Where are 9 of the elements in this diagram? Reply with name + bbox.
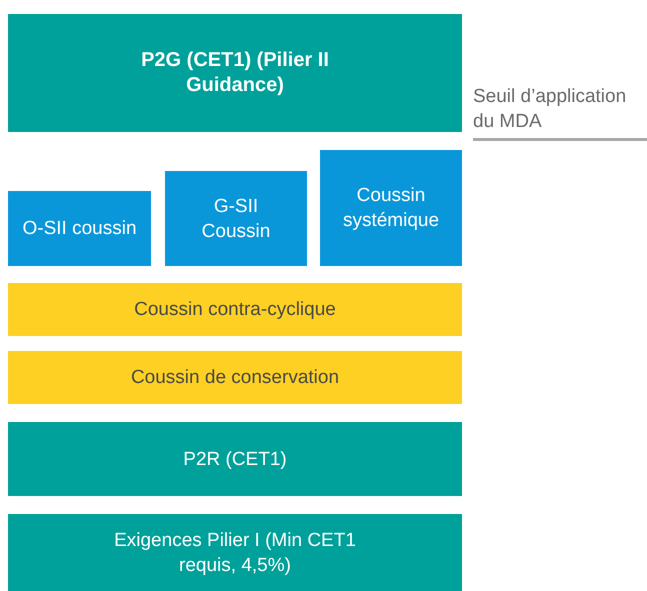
buffer-block: O-SII coussin — [8, 191, 151, 266]
threshold-label: Seuil d’application du MDA — [473, 85, 628, 134]
requirement-block: Exigences Pilier I (Min CET1 requis, 4,5%) — [8, 514, 462, 591]
requirement-block: P2R (CET1) — [8, 422, 462, 496]
buffer-bar: Coussin de conservation — [8, 351, 462, 404]
buffer-block: G-SII Coussin — [165, 171, 307, 266]
buffer-bar: Coussin contra-cyclique — [8, 283, 462, 336]
header-block: P2G (CET1) (Pilier II Guidance) — [8, 14, 462, 132]
buffer-block: Coussin systémique — [320, 150, 462, 266]
